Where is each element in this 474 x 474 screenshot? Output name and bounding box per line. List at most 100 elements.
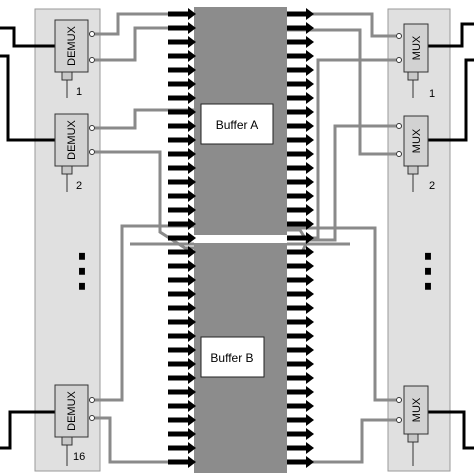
demux-unit-1: DEMUX 1: [54, 19, 95, 98]
input-arrow-head: [188, 330, 196, 342]
output-arrow-head: [306, 344, 314, 356]
input-arrow-shaft: [168, 137, 189, 143]
output-arrow-head: [306, 22, 314, 34]
output-arrow-head: [306, 162, 314, 174]
input-arrow-shaft: [168, 291, 189, 297]
input-arrow-head: [188, 414, 196, 426]
output-arrow-shaft: [287, 95, 307, 101]
input-arrow-shaft: [168, 263, 189, 269]
mux-label: MUX: [411, 128, 423, 153]
input-arrow-shaft: [168, 459, 189, 465]
output-arrow-shaft: [287, 403, 307, 409]
input-arrow-shaft: [168, 249, 189, 255]
mux-unit-2: MUX 2: [396, 115, 435, 192]
input-arrow-head: [188, 232, 196, 244]
output-arrow-head: [306, 78, 314, 90]
output-arrow-shaft: [287, 53, 307, 59]
output-arrow-shaft: [287, 193, 307, 199]
input-arrow-head: [188, 288, 196, 300]
input-arrow-shaft: [168, 347, 189, 353]
input-arrow-head: [188, 36, 196, 48]
input-arrow-head: [188, 190, 196, 202]
output-arrow-shaft: [287, 361, 307, 367]
input-arrow-shaft: [168, 361, 189, 367]
output-arrow-shaft: [287, 67, 307, 73]
input-arrow-shaft: [168, 53, 189, 59]
output-arrow-head: [306, 176, 314, 188]
output-arrow-shaft: [287, 445, 307, 451]
buffer-output-arrows: [287, 8, 314, 468]
output-arrow-head: [306, 372, 314, 384]
demux-ellipsis: ⋮: [60, 246, 104, 295]
mux-unit-1: MUX 1: [396, 23, 435, 100]
output-arrow-head: [306, 288, 314, 300]
output-arrow-head: [306, 302, 314, 314]
input-arrow-head: [188, 246, 196, 258]
input-arrow-head: [188, 386, 196, 398]
input-arrow-head: [188, 456, 196, 468]
input-arrow-head: [188, 400, 196, 412]
input-arrow-head: [188, 148, 196, 160]
input-arrow-shaft: [168, 151, 189, 157]
output-arrow-shaft: [287, 305, 307, 311]
output-arrow-shaft: [287, 277, 307, 283]
input-arrow-head: [188, 134, 196, 146]
input-arrow-shaft: [168, 389, 189, 395]
output-arrow-shaft: [287, 81, 307, 87]
output-arrow-head: [306, 456, 314, 468]
input-arrow-shaft: [168, 207, 189, 213]
output-arrow-shaft: [287, 39, 307, 45]
output-arrow-shaft: [287, 333, 307, 339]
output-arrow-head: [306, 8, 314, 20]
input-arrow-head: [188, 78, 196, 90]
output-arrow-shaft: [287, 431, 307, 437]
output-arrow-head: [306, 246, 314, 258]
demux-label: DEMUX: [66, 390, 78, 430]
demux-label: DEMUX: [66, 25, 78, 65]
output-arrow-shaft: [287, 221, 307, 227]
input-arrow-shaft: [168, 305, 189, 311]
output-arrow-shaft: [287, 207, 307, 213]
input-arrow-head: [188, 120, 196, 132]
output-arrow-shaft: [287, 137, 307, 143]
output-arrow-shaft: [287, 291, 307, 297]
demux-unit-2: DEMUX 2: [54, 113, 95, 192]
input-arrow-head: [188, 316, 196, 328]
buffer-b-label: Buffer B: [210, 351, 253, 365]
input-arrow-head: [188, 22, 196, 34]
output-arrow-shaft: [287, 165, 307, 171]
input-arrow-shaft: [168, 375, 189, 381]
demux-label: DEMUX: [66, 119, 78, 159]
input-arrow-shaft: [168, 319, 189, 325]
input-arrow-shaft: [168, 431, 189, 437]
input-arrow-shaft: [168, 67, 189, 73]
output-arrow-shaft: [287, 235, 307, 241]
output-arrow-head: [306, 442, 314, 454]
external-lines: [0, 22, 474, 450]
mux-unit-16: MUX: [396, 385, 429, 466]
output-arrow-shaft: [287, 389, 307, 395]
output-arrow-head: [306, 400, 314, 412]
input-arrow-head: [188, 204, 196, 216]
input-arrow-head: [188, 50, 196, 62]
input-arrow-shaft: [168, 165, 189, 171]
input-arrow-shaft: [168, 445, 189, 451]
output-arrow-shaft: [287, 11, 307, 17]
input-arrow-head: [188, 442, 196, 454]
input-arrow-head: [188, 260, 196, 272]
buffer-b-label-box: Buffer B: [200, 336, 265, 378]
output-arrow-head: [306, 148, 314, 160]
output-arrow-shaft: [287, 151, 307, 157]
output-arrow-head: [306, 120, 314, 132]
input-arrow-shaft: [168, 417, 189, 423]
input-arrow-shaft: [168, 11, 189, 17]
input-arrow-head: [188, 8, 196, 20]
mux-label: MUX: [411, 35, 423, 60]
mux-ellipsis: ⋮: [406, 246, 450, 295]
input-arrow-shaft: [168, 39, 189, 45]
output-arrow-shaft: [287, 459, 307, 465]
input-arrow-shaft: [168, 333, 189, 339]
buffer-a-label: Buffer A: [216, 118, 258, 132]
input-arrow-head: [188, 428, 196, 440]
demux-number: 2: [76, 180, 82, 192]
